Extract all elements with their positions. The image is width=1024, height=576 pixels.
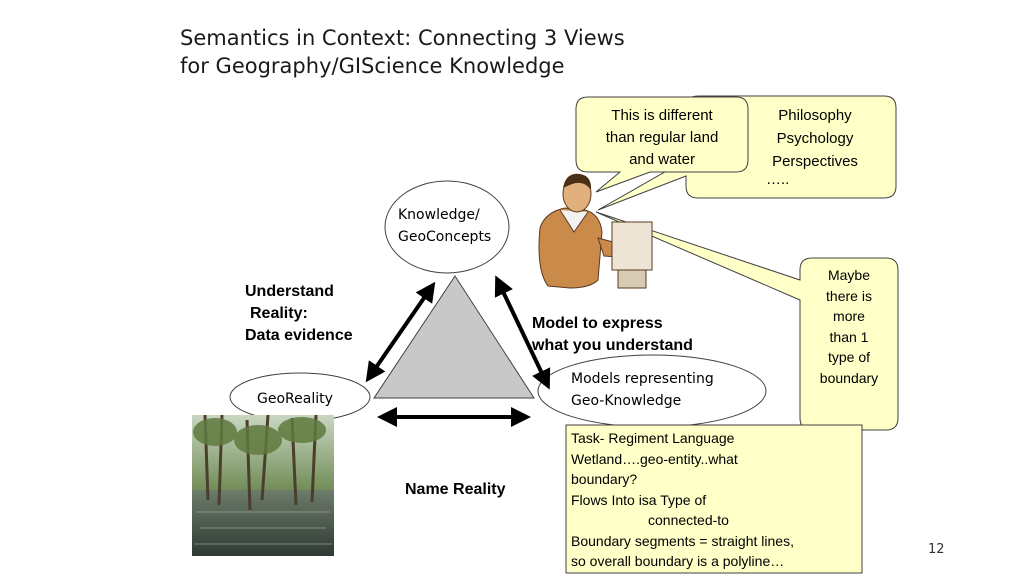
wetland-photo: [192, 414, 334, 556]
boundary-line-2: there is: [826, 287, 872, 304]
task-line-7: so overall boundary is a polyline…: [571, 553, 785, 569]
philosophy-callout-text: Philosophy Psychology Perspectives …..: [752, 104, 878, 187]
different-callout-shape: [575, 96, 749, 193]
task-line-5: connected-to: [648, 512, 729, 528]
arrow-model-express: [494, 275, 551, 390]
knowledge-node-label: Knowledge/ GeoConcepts: [398, 204, 491, 248]
boundary-line-5: type of: [827, 349, 871, 365]
boundary-callout-text: Maybe there is more than 1 type of bound…: [800, 265, 898, 388]
understand-line-3: Data evidence: [245, 327, 353, 344]
boundary-line-3: more: [833, 308, 865, 324]
knowledge-line-2: GeoConcepts: [398, 229, 492, 245]
task-line-1: Task- Regiment Language: [571, 430, 735, 446]
different-line-2: than regular land: [605, 129, 719, 146]
task-line-6: Boundary segments = straight lines,: [571, 532, 794, 549]
page-number: 12: [928, 542, 945, 557]
title-line-1: Semantics in Context: Connecting 3 Views: [180, 26, 625, 50]
different-callout-text: This is different than regular land and …: [578, 105, 746, 171]
models-node-label: Models representing Geo-Knowledge: [571, 368, 714, 412]
title-line-2: for Geography/GIScience Knowledge: [180, 54, 565, 78]
philosophy-line-4: …..: [766, 171, 790, 188]
understand-reality-label: Understand Reality: Data evidence: [245, 281, 353, 347]
different-line-1: This is different: [611, 107, 713, 124]
task-line-3: boundary?: [571, 471, 638, 487]
philosophy-line-2: Psychology: [776, 130, 854, 147]
models-line-1: Models representing: [571, 371, 714, 387]
philosophy-line-1: Philosophy: [778, 107, 852, 124]
different-line-3: and water: [629, 151, 695, 168]
task-line-2: Wetland….geo-entity..what: [571, 450, 738, 467]
model-line-1: Model to express: [532, 315, 663, 332]
knowledge-line-1: Knowledge/: [398, 207, 480, 223]
understand-line-2: Reality:: [250, 305, 308, 322]
boundary-line-6: boundary: [819, 369, 879, 386]
task-line-4: Flows Into isa Type of: [571, 491, 707, 508]
task-box-text: Task- Regiment Language Wetland….geo-ent…: [571, 428, 859, 572]
boundary-line-1: Maybe: [827, 267, 871, 283]
arrow-understand-reality: [365, 281, 436, 383]
boundary-line-4: than 1: [829, 328, 869, 345]
models-line-2: Geo-Knowledge: [571, 393, 682, 409]
model-express-label: Model to express what you understand: [532, 313, 693, 357]
slide-title: Semantics in Context: Connecting 3 Views…: [180, 24, 625, 80]
georeality-node-label: GeoReality: [257, 391, 333, 407]
model-line-2: what you understand: [532, 337, 693, 354]
knowledge-node: [384, 180, 510, 274]
philosophy-line-3: Perspectives: [772, 153, 858, 170]
understand-line-1: Understand: [245, 283, 334, 300]
thinking-person-illustration: [538, 173, 653, 289]
name-reality-label: Name Reality: [405, 481, 506, 498]
task-box: [565, 424, 863, 574]
